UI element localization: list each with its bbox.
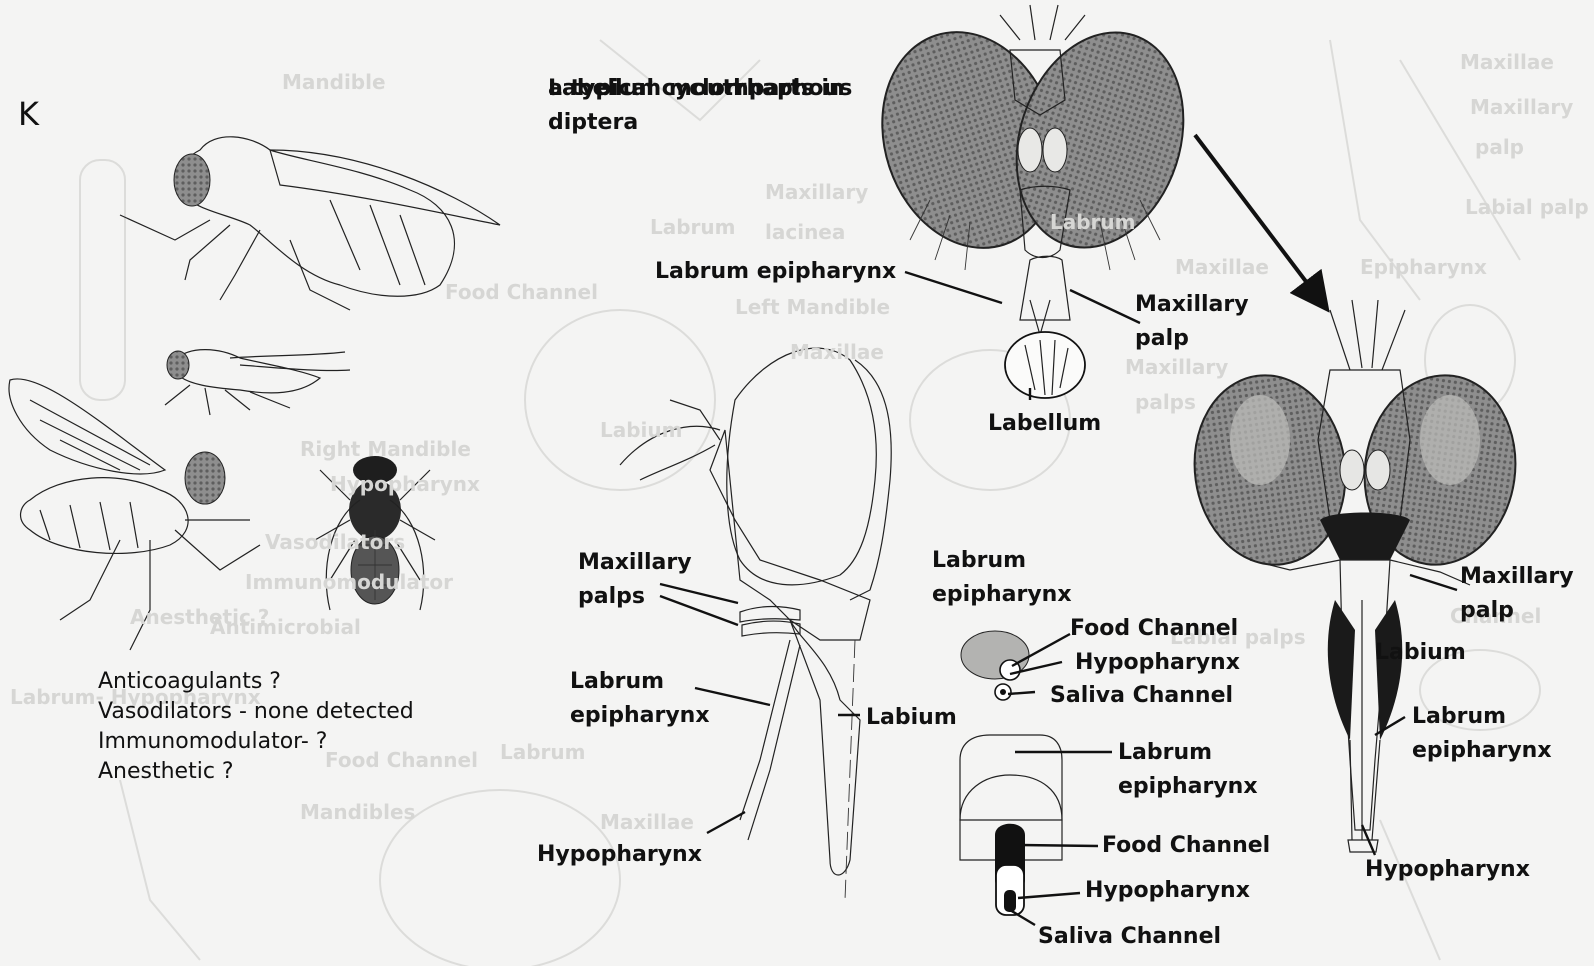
ghost-label: palps (1135, 390, 1196, 414)
figure-title-line: Labellum mouthparts in (548, 72, 845, 106)
label-line: Maxillary (1135, 288, 1249, 322)
label-line: Labrum (932, 544, 1072, 578)
ghost-label: palp (1475, 135, 1524, 159)
label-line: epipharynx (932, 578, 1072, 612)
ghost-label: Maxillae (600, 810, 694, 834)
label-cs1-saliva-channel: Saliva Channel (1050, 679, 1233, 713)
label-line: palp (1135, 322, 1249, 356)
ghost-label: Maxillae (1460, 50, 1554, 74)
label-maxillary-palp-right: Maxillary palp (1460, 560, 1574, 628)
fly-drawing-side-2 (165, 350, 350, 415)
ghost-label: Hypopharynx (330, 472, 480, 496)
note-anesthetic: Anesthetic ? (98, 757, 414, 787)
fly-drawing-side-1 (120, 137, 500, 310)
label-line: epipharynx (570, 699, 710, 733)
label-line: palp (1460, 594, 1574, 628)
label-line: epipharynx (1412, 734, 1552, 768)
note-vasodilators: Vasodilators - none detected (98, 697, 414, 727)
label-cs2-labrum-epipharynx: Labrum epipharynx (1118, 736, 1258, 804)
ghost-label: Food Channel (445, 280, 598, 304)
ghost-label: Vasodilators (265, 530, 405, 554)
label-line: Labrum (1412, 700, 1552, 734)
label-maxillary-palp-top: Maxillary palp (1135, 288, 1249, 356)
label-cs1-hypopharynx: Hypopharynx (1075, 646, 1240, 680)
ghost-label: Maxillary (1125, 355, 1228, 379)
label-line: palps (578, 580, 692, 614)
note-anticoagulants: Anticoagulants ? (98, 667, 414, 697)
label-cs2-food-channel: Food Channel (1102, 829, 1270, 863)
label-line: Maxillary (578, 546, 692, 580)
ghost-label: Labium (600, 418, 683, 442)
ghost-label: Mandibles (300, 800, 415, 824)
cross-section-large (960, 735, 1062, 915)
label-labrum-epipharynx-top: Labrum epipharynx (655, 255, 896, 289)
label-labellum: Labellum (988, 407, 1101, 441)
label-labium-right: Labium (1375, 636, 1466, 670)
note-immunomodulator: Immunomodulator- ? (98, 727, 414, 757)
ghost-label: Labial palp (1465, 195, 1589, 219)
ghost-label: Left Mandible (735, 295, 890, 319)
ghost-label: Maxillae (1175, 255, 1269, 279)
ghost-label: Maxillary (765, 180, 868, 204)
ghost-label: Mandible (282, 70, 386, 94)
label-cs2-hypopharynx: Hypopharynx (1085, 874, 1250, 908)
ghost-label: Maxillary (1470, 95, 1573, 119)
label-hypopharynx-right: Hypopharynx (1365, 853, 1530, 887)
ghost-label: lacinea (765, 220, 845, 244)
ghost-label: Labrum (650, 215, 736, 239)
label-maxillary-palps-side: Maxillary palps (578, 546, 692, 614)
panel-letter: K (18, 95, 39, 133)
label-labrum-epipharynx-side: Labrum epipharynx (570, 665, 710, 733)
label-line: Labrum (570, 665, 710, 699)
label-line: Maxillary (1460, 560, 1574, 594)
label-line: epipharynx (1118, 770, 1258, 804)
activity-notes: Anticoagulants ? Vasodilators - none det… (98, 667, 414, 787)
label-cs1-labrum-epipharynx: Labrum epipharynx (932, 544, 1072, 612)
ghost-label: Right Mandible (300, 437, 471, 461)
ghost-label: Epipharynx (1360, 255, 1487, 279)
ghost-label: Labrum (1050, 210, 1136, 234)
label-cs2-saliva-channel: Saliva Channel (1038, 920, 1221, 954)
label-cs1-food-channel: Food Channel (1070, 612, 1238, 646)
ghost-label: Maxillae (790, 340, 884, 364)
ghost-label: Anesthetic ? (130, 605, 269, 629)
ghost-label: Immunomodulator (245, 570, 453, 594)
label-labium-side: Labium (866, 701, 957, 735)
cross-section-small (961, 631, 1029, 700)
figure-title-line: diptera (548, 106, 852, 140)
label-line: Labrum (1118, 736, 1258, 770)
ghost-label: Labrum (500, 740, 586, 764)
label-labrum-epipharynx-right: Labrum epipharynx (1412, 700, 1552, 768)
figure-title: Labellum mouthparts in a typical cyclorr… (548, 72, 852, 140)
label-hypopharynx-side: Hypopharynx (537, 838, 702, 872)
